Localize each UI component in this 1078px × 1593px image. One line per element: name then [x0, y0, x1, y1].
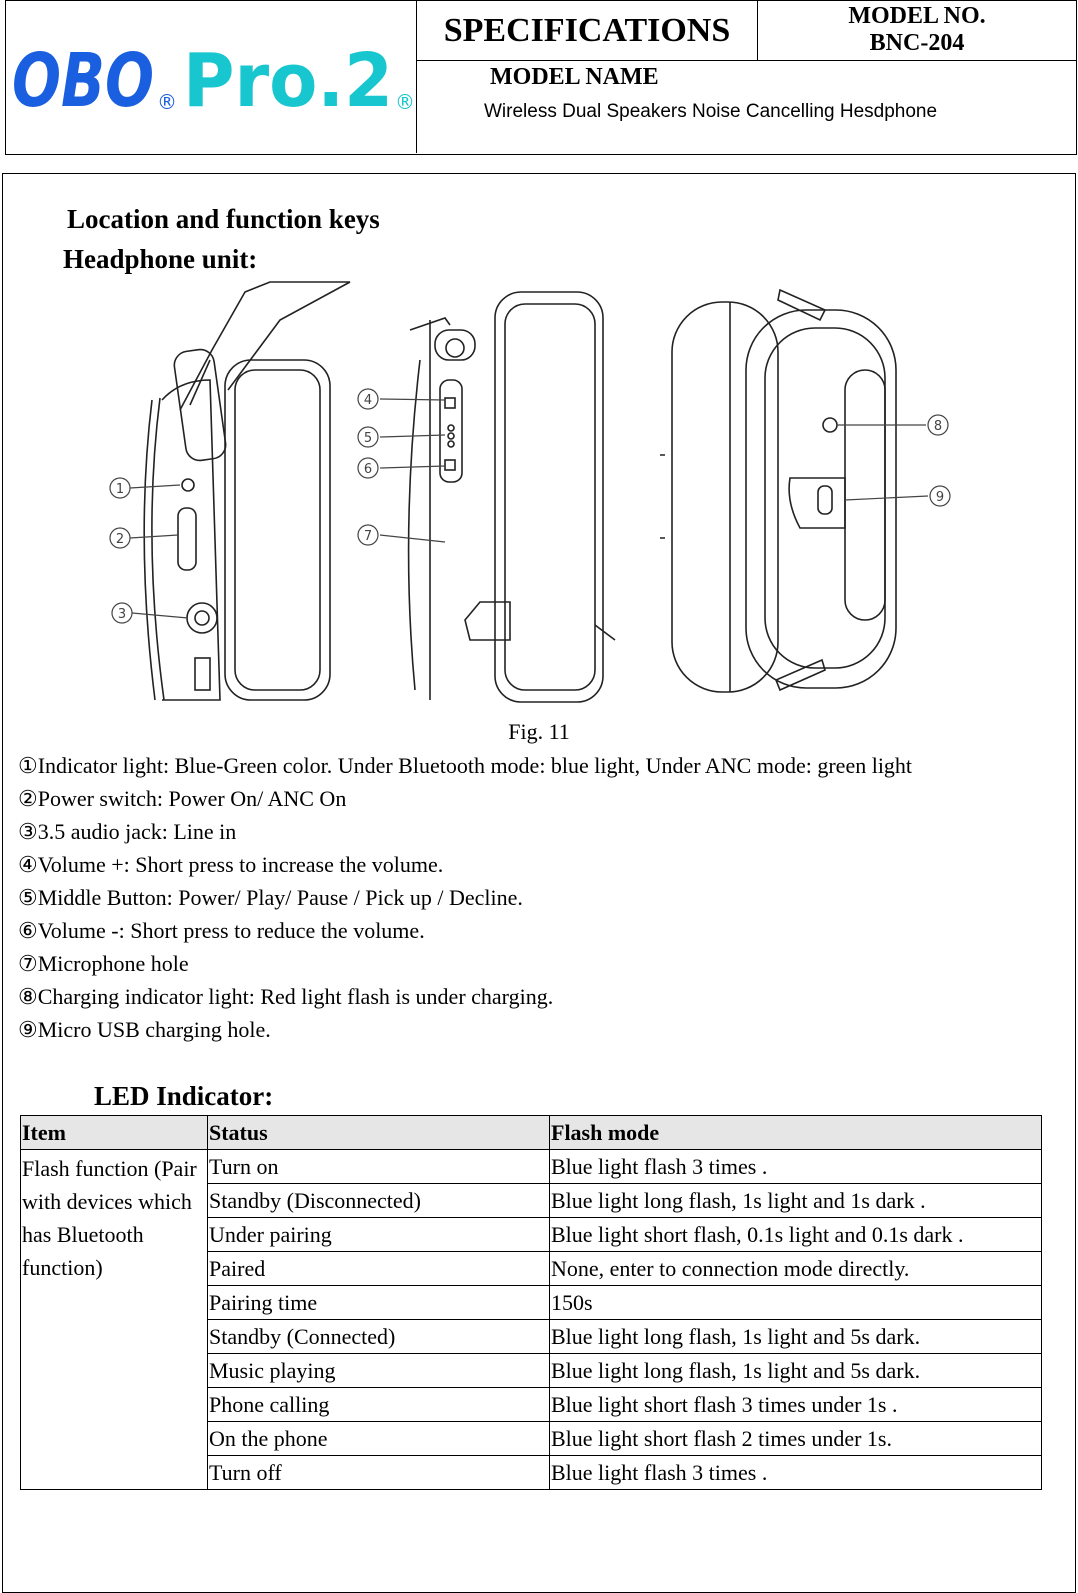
status-cell: Standby (Disconnected) — [207, 1183, 550, 1218]
callout-2: 2 — [116, 532, 124, 547]
column-header-status: Status — [207, 1115, 550, 1150]
status-cell: Under pairing — [207, 1217, 550, 1252]
flash-mode-cell: Blue light flash 3 times . — [549, 1149, 1042, 1184]
model-name-label: MODEL NAME — [490, 64, 659, 90]
list-item: ⑤Middle Button: Power/ Play/ Pause / Pic… — [18, 885, 523, 910]
spec-header: OBO ® Pro.2 ® SPECIFICATIONS MODEL NO. B… — [5, 0, 1077, 155]
column-header-item: Item — [20, 1115, 208, 1150]
led-indicator-title: LED Indicator: — [94, 1081, 274, 1111]
list-item: ②Power switch: Power On/ ANC On — [18, 786, 347, 811]
section-subtitle: Headphone unit: — [63, 244, 258, 274]
logo-reg-1: ® — [157, 90, 177, 114]
list-item: ⑨Micro USB charging hole. — [18, 1017, 271, 1042]
list-item: ④Volume +: Short press to increase the v… — [18, 852, 444, 877]
table-row: Turn off Blue light flash 3 times . — [21, 1455, 1042, 1490]
table-row: Standby (Disconnected) Blue light long f… — [21, 1183, 1042, 1218]
status-cell: Turn on — [207, 1149, 550, 1184]
table-row: Phone calling Blue light short flash 3 t… — [21, 1387, 1042, 1422]
figure-caption: Fig. 11 — [508, 719, 570, 744]
table-header-row: Item Status Flash mode — [20, 1115, 1042, 1150]
list-item: ⑦Microphone hole — [18, 951, 189, 976]
callout-3: 3 — [118, 607, 126, 622]
table-row: Standby (Connected) Blue light long flas… — [21, 1319, 1042, 1354]
callout-numbers: 1 2 3 4 5 6 7 8 9 — [116, 393, 944, 622]
logo-obo: OBO — [12, 38, 154, 124]
model-no-cell: MODEL NO. BNC-204 — [758, 1, 1076, 61]
callout-7: 7 — [364, 529, 372, 544]
list-item: ⑥Volume -: Short press to reduce the vol… — [18, 918, 425, 943]
right-earcup-drawing — [660, 288, 897, 693]
status-cell: Music playing — [207, 1353, 550, 1388]
brand-logo: OBO ® Pro.2 ® — [12, 38, 415, 124]
callouts — [109, 388, 951, 624]
table-row: Under pairing Blue light short flash, 0.… — [21, 1217, 1042, 1252]
callout-4: 4 — [364, 393, 372, 408]
model-name-value: Wireless Dual Speakers Noise Cancelling … — [484, 101, 938, 122]
status-cell: Pairing time — [207, 1285, 550, 1320]
list-item: ③3.5 audio jack: Line in — [18, 819, 237, 844]
table-row: Paired None, enter to connection mode di… — [21, 1251, 1042, 1286]
callout-1: 1 — [116, 482, 124, 497]
logo-pro: Pro.2 — [183, 38, 393, 124]
logo-reg-2: ® — [395, 90, 414, 114]
flash-mode-cell: Blue light long flash, 1s light and 5s d… — [549, 1319, 1042, 1354]
column-header-flash-mode: Flash mode — [549, 1115, 1042, 1150]
model-no-value: BNC-204 — [869, 30, 965, 56]
callout-6: 6 — [364, 462, 372, 477]
flash-mode-cell: Blue light short flash 3 times under 1s … — [549, 1387, 1042, 1422]
left-earcup-drawing — [143, 281, 351, 701]
led-indicator-table: Item Status Flash mode Flash function (P… — [20, 1115, 1042, 1490]
flash-mode-cell: Blue light long flash, 1s light and 5s d… — [549, 1353, 1042, 1388]
flash-mode-cell: Blue light short flash, 0.1s light and 0… — [549, 1217, 1042, 1252]
list-item: ①Indicator light: Blue-Green color. Unde… — [18, 753, 913, 778]
status-cell: Standby (Connected) — [207, 1319, 550, 1354]
table-row: Pairing time 150s — [21, 1285, 1042, 1320]
flash-mode-cell: Blue light long flash, 1s light and 1s d… — [549, 1183, 1042, 1218]
table-row: On the phone Blue light short flash 2 ti… — [21, 1421, 1042, 1456]
status-cell: Phone calling — [207, 1387, 550, 1422]
item-cell-flash-function: Flash function (Pair with devices which … — [20, 1149, 208, 1490]
callout-5: 5 — [364, 431, 372, 446]
status-cell: Paired — [207, 1251, 550, 1286]
status-cell: Turn off — [207, 1455, 550, 1490]
spec-label: SPECIFICATIONS — [417, 1, 758, 61]
status-cell: On the phone — [207, 1421, 550, 1456]
table-row: Music playing Blue light long flash, 1s … — [21, 1353, 1042, 1388]
table-row: Flash function (Pair with devices which … — [20, 1149, 1042, 1490]
callout-9: 9 — [936, 490, 944, 505]
headphone-diagram: 1 2 3 4 5 6 7 8 9 — [109, 281, 951, 703]
function-key-list: ①Indicator light: Blue-Green color. Unde… — [18, 749, 912, 1046]
model-no-label: MODEL NO. — [848, 3, 986, 29]
middle-earcup-drawing — [407, 291, 616, 703]
flash-mode-cell: 150s — [549, 1285, 1042, 1320]
logo-cell: OBO ® Pro.2 ® — [6, 1, 417, 153]
flash-mode-cell: Blue light short flash 2 times under 1s. — [549, 1421, 1042, 1456]
callout-8: 8 — [934, 419, 942, 434]
list-item: ⑧Charging indicator light: Red light fla… — [18, 984, 554, 1009]
section-title: Location and function keys — [67, 204, 380, 234]
flash-mode-cell: None, enter to connection mode directly. — [549, 1251, 1042, 1286]
flash-mode-cell: Blue light flash 3 times . — [549, 1455, 1042, 1490]
